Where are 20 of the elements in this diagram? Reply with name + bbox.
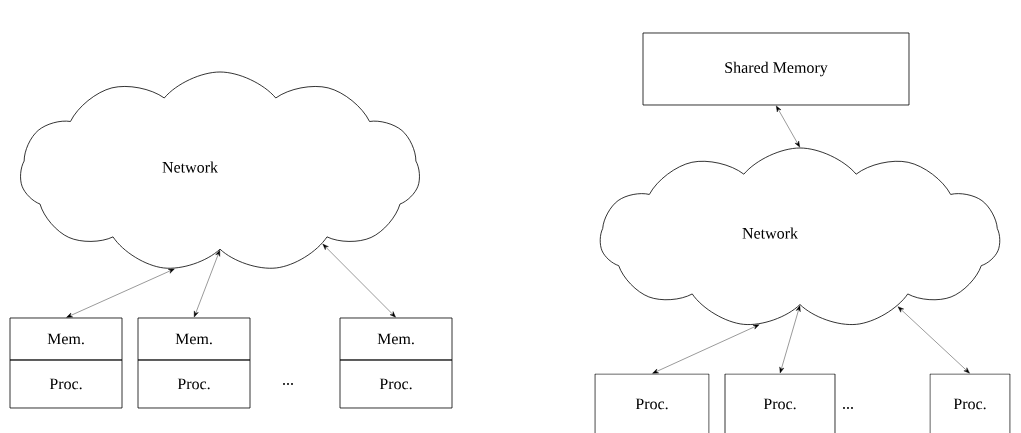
processor-box: Proc. — [339, 359, 453, 409]
arrow — [66, 268, 175, 318]
shared-memory-box: Shared Memory — [642, 32, 910, 106]
processor-box: Proc. — [724, 373, 836, 433]
arrow — [322, 243, 396, 318]
arrow — [194, 250, 220, 318]
arrow — [652, 324, 760, 374]
processor-box: Proc. — [137, 359, 251, 409]
memory-box: Mem. — [137, 317, 251, 361]
cloud: Network — [599, 147, 1001, 325]
ellipsis: ... — [283, 383, 293, 385]
arrow — [897, 306, 970, 374]
processor-box: Proc. — [9, 359, 123, 409]
cloud: Network — [20, 71, 420, 269]
memory-box: Mem. — [9, 317, 123, 361]
memory-box: Mem. — [339, 317, 453, 361]
processor-box: Proc. — [594, 373, 710, 433]
arrow — [776, 105, 800, 148]
processor-box: Proc. — [929, 373, 1011, 433]
arrow — [779, 305, 801, 374]
